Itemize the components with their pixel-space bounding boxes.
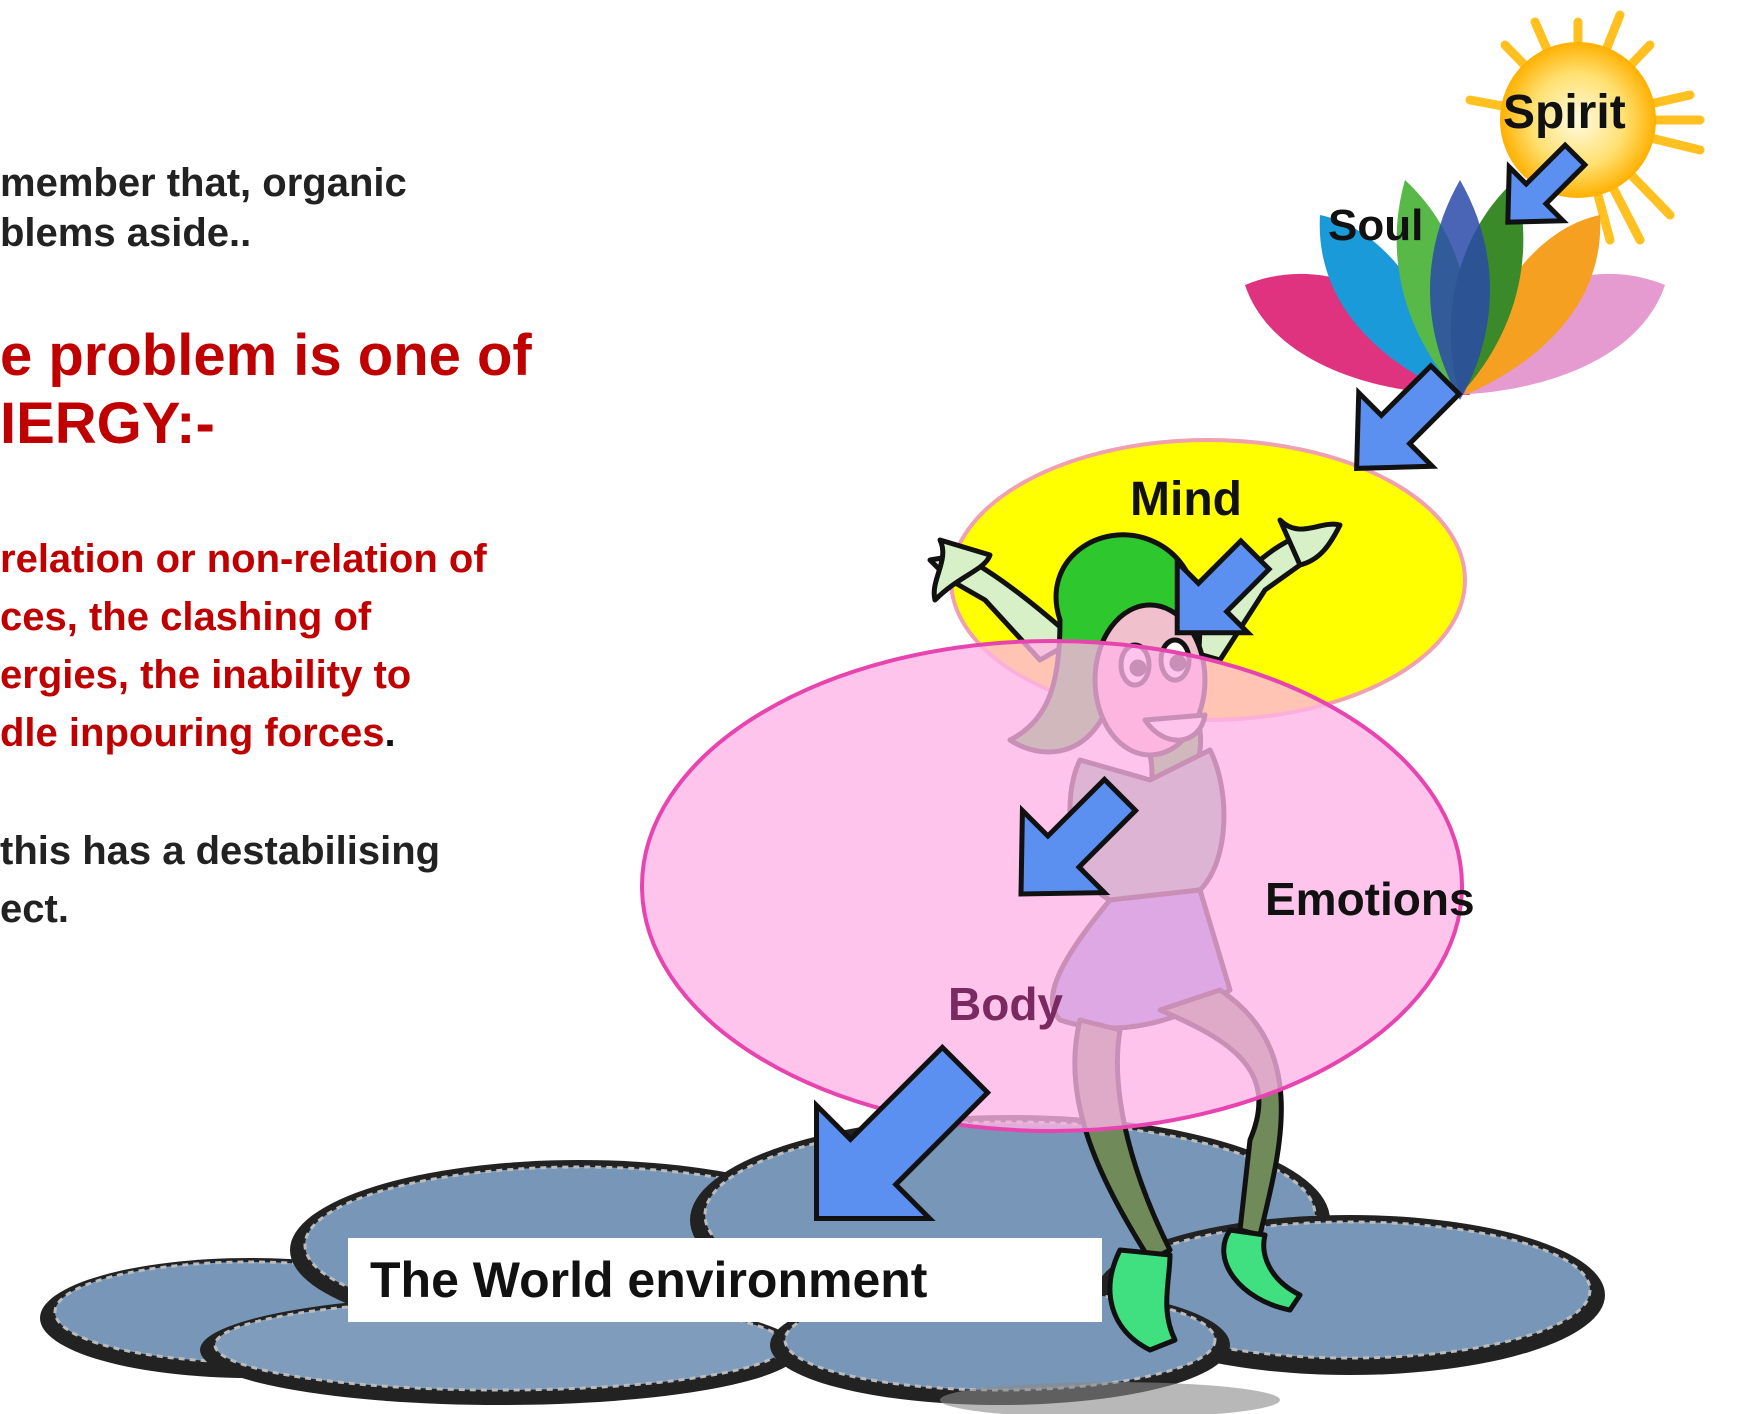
arrow-icons xyxy=(814,141,1589,1221)
desc-line-3: ergies, the inability to xyxy=(0,653,412,697)
desc-line-4: dle inpouring forces xyxy=(0,711,385,755)
effect-line-1: this has a destabilising xyxy=(0,829,441,873)
label-emotions: Emotions xyxy=(1265,873,1475,925)
arrow-body-to-world xyxy=(814,1043,992,1221)
desc-line-2: ces, the clashing of xyxy=(0,595,372,639)
effect-line-2: ect. xyxy=(0,887,69,931)
intro-text: member that, organic blems aside.. xyxy=(0,158,640,258)
label-spirit: Spirit xyxy=(1503,86,1626,139)
label-mind: Mind xyxy=(1130,473,1242,526)
arrow-soul-to-mind xyxy=(1354,362,1463,471)
arrow-mind-to-emotions xyxy=(1174,537,1273,636)
desc-line-4-wrap: dle inpouring forces. xyxy=(0,704,640,762)
arrow-emotions-to-body xyxy=(1018,775,1140,897)
headline-text: e problem is one of IERGY:- xyxy=(0,322,660,458)
desc-line-1: relation or non-relation of xyxy=(0,537,487,581)
headline-line-1: e problem is one of xyxy=(0,323,532,388)
arrow-spirit-to-soul xyxy=(1505,141,1589,225)
description-text: relation or non-relation of ces, the cla… xyxy=(0,530,640,762)
label-body: Body xyxy=(948,978,1063,1030)
world-label-box xyxy=(348,1238,1102,1322)
effect-text: this has a destabilising ect. xyxy=(0,822,640,938)
desc-period: . xyxy=(384,711,396,755)
label-soul: Soul xyxy=(1328,201,1423,250)
sun-icon xyxy=(1465,10,1705,245)
lotus-icon xyxy=(1245,180,1665,400)
intro-line-2: blems aside.. xyxy=(0,211,252,255)
intro-line-1: member that, organic xyxy=(0,161,407,205)
headline-line-2: IERGY:- xyxy=(0,391,215,456)
label-world: The World environment xyxy=(370,1252,928,1308)
